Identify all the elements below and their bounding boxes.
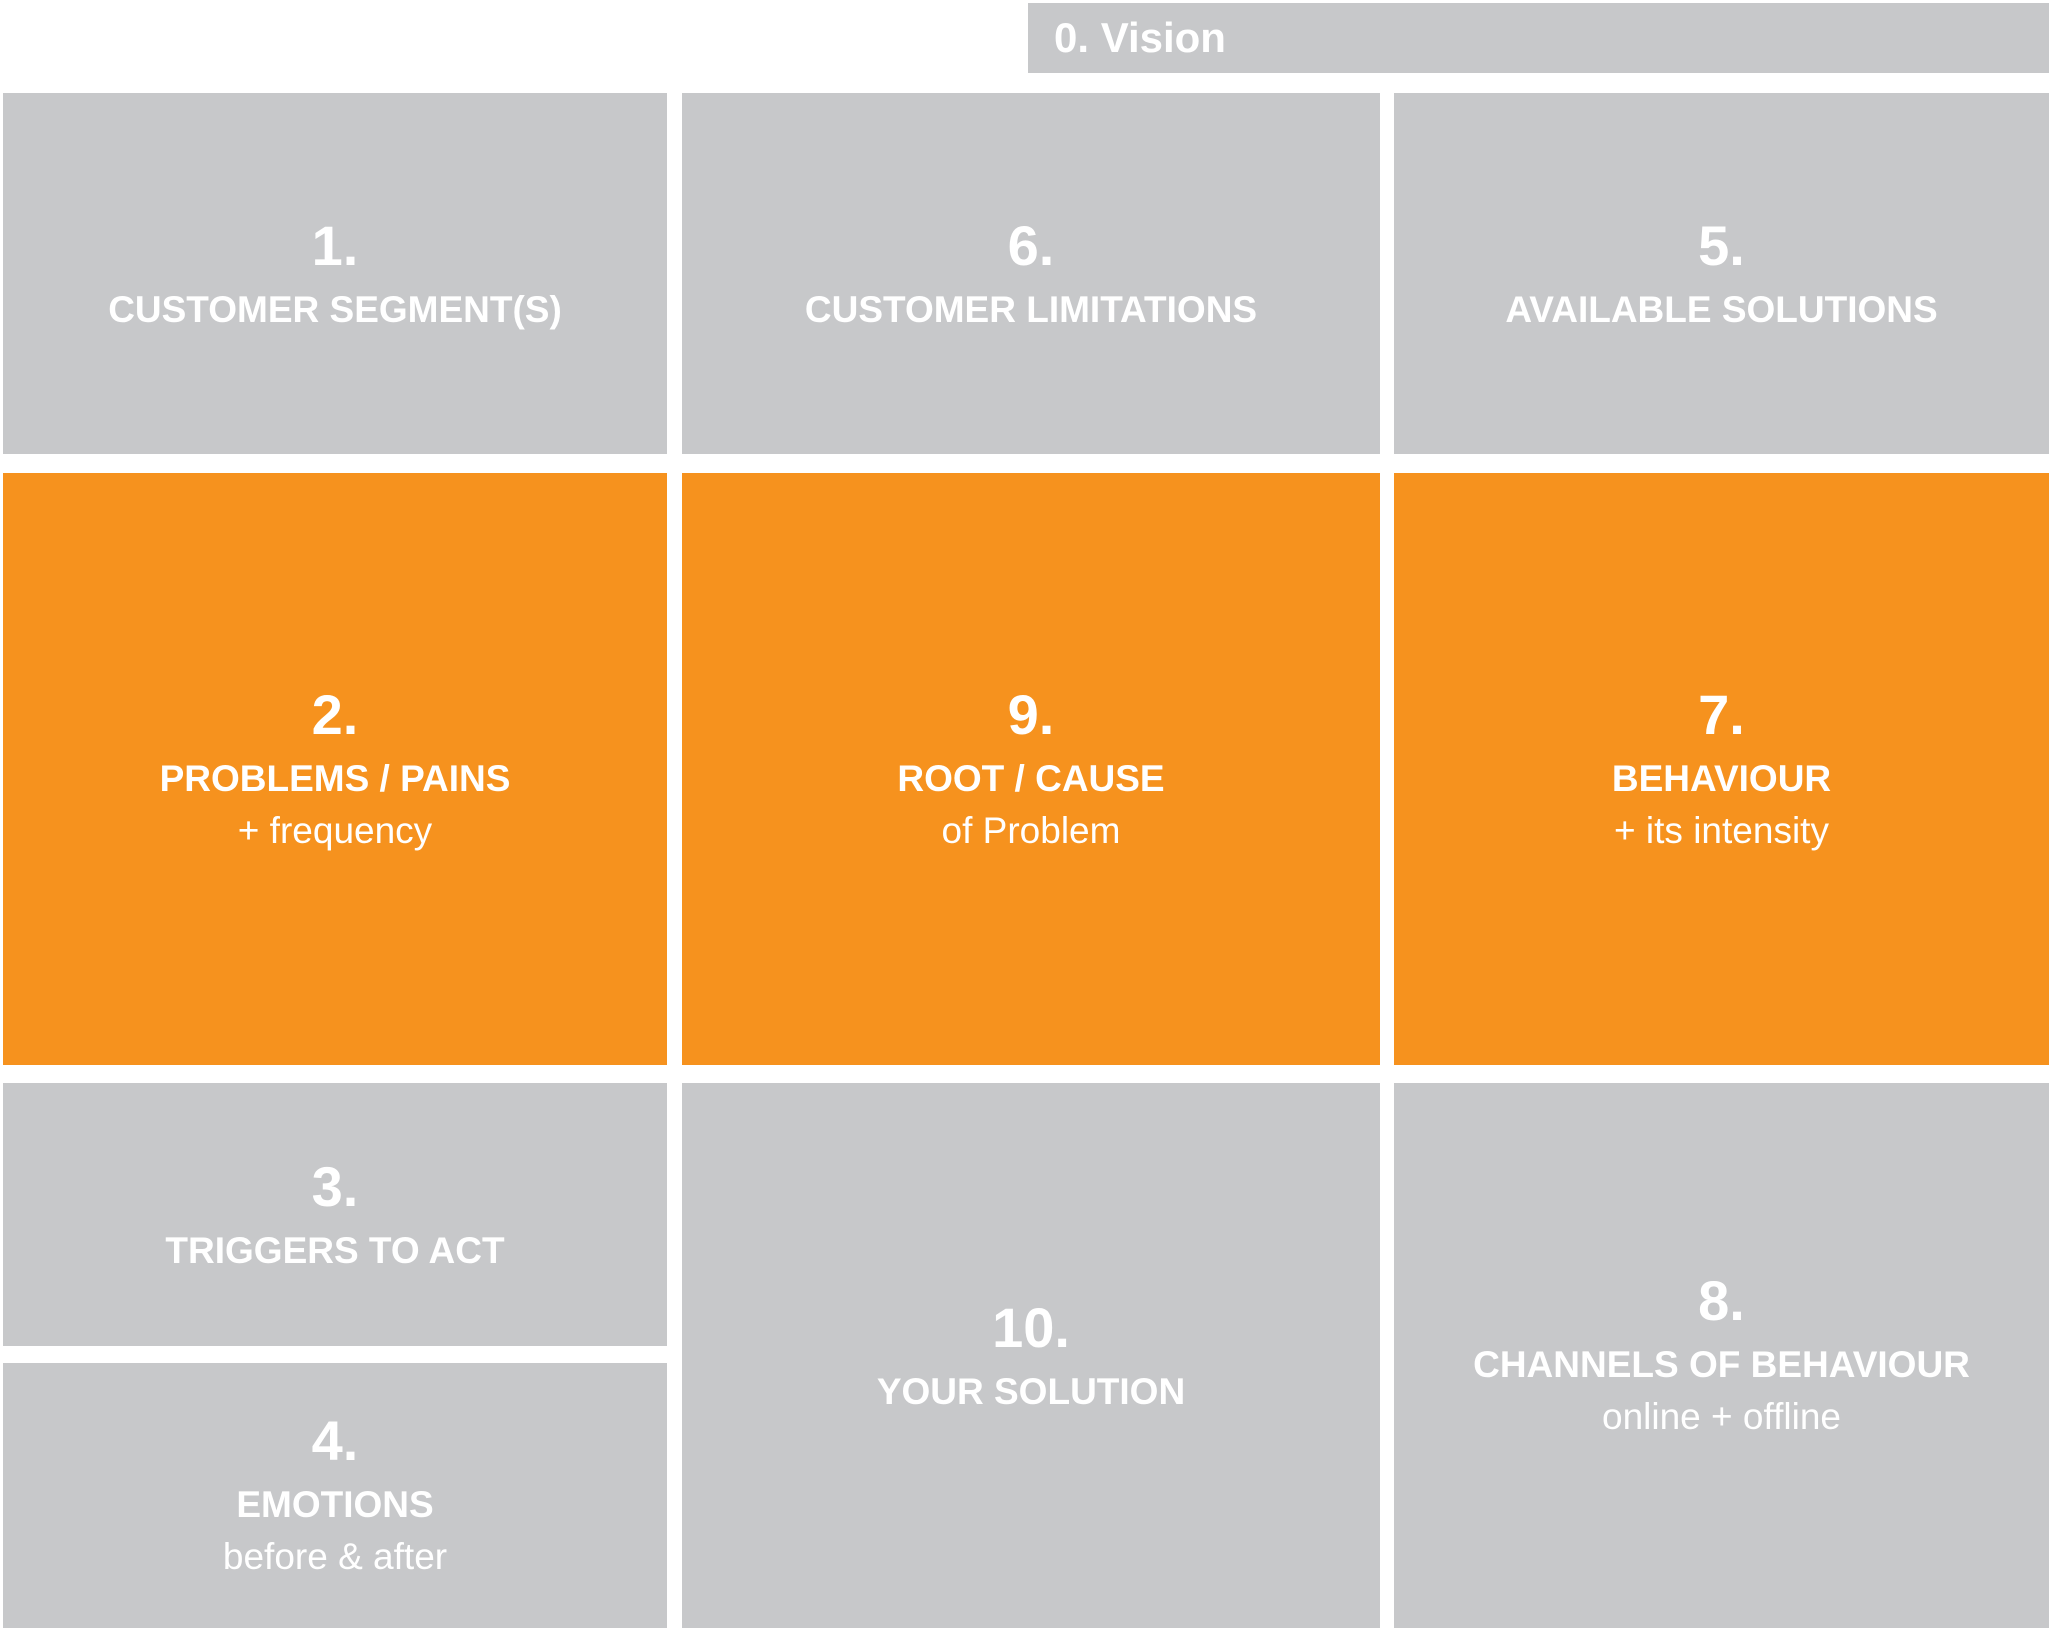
cell-your-solution: 10. YOUR SOLUTION <box>682 1083 1380 1628</box>
cell-triggers-to-act: 3. TRIGGERS TO ACT <box>3 1083 667 1346</box>
cell-number: 10. <box>992 1295 1070 1359</box>
cell-number: 2. <box>311 682 359 746</box>
cell-number: 4. <box>311 1409 359 1473</box>
cell-available-solutions: 5. AVAILABLE SOLUTIONS <box>1394 93 2049 454</box>
cell-subtitle: before & after <box>222 1536 448 1578</box>
cell-number: 9. <box>1007 682 1055 746</box>
cell-title: PROBLEMS / PAINS <box>159 757 511 799</box>
cell-title: TRIGGERS TO ACT <box>165 1230 505 1272</box>
cell-customer-limitations: 6. CUSTOMER LIMITATIONS <box>682 93 1380 454</box>
cell-subtitle: of Problem <box>941 809 1121 851</box>
cell-emotions: 4. EMOTIONS before & after <box>3 1363 667 1628</box>
cell-number: 7. <box>1698 682 1745 746</box>
cell-title: CHANNELS OF BEHAVIOUR <box>1473 1344 1970 1386</box>
cell-number: 8. <box>1698 1269 1745 1333</box>
cell-subtitle: online + offline <box>1602 1396 1841 1438</box>
cell-title: AVAILABLE SOLUTIONS <box>1505 289 1938 331</box>
cell-subtitle: + frequency <box>237 809 433 851</box>
cell-number: 1. <box>311 213 359 277</box>
cell-number: 6. <box>1007 213 1055 277</box>
cell-number: 3. <box>311 1154 359 1218</box>
vision-label: 0. Vision <box>1054 14 1226 61</box>
cell-root-cause: 9. ROOT / CAUSE of Problem <box>682 473 1380 1065</box>
cell-behaviour: 7. BEHAVIOUR + its intensity <box>1394 473 2049 1065</box>
cell-title: CUSTOMER LIMITATIONS <box>804 289 1258 331</box>
cell-number: 5. <box>1698 213 1745 277</box>
cell-title: BEHAVIOUR <box>1611 757 1832 799</box>
cell-title: YOUR SOLUTION <box>876 1371 1186 1413</box>
cell-channels-of-behaviour: 8. CHANNELS OF BEHAVIOUR online + offlin… <box>1394 1083 2049 1628</box>
cell-title: CUSTOMER SEGMENT(S) <box>108 289 562 331</box>
cell-problems-pains: 2. PROBLEMS / PAINS + frequency <box>3 473 667 1065</box>
cell-subtitle: + its intensity <box>1614 809 1829 851</box>
vision-bar: 0. Vision <box>1028 3 2049 73</box>
cell-title: ROOT / CAUSE <box>897 757 1165 799</box>
cell-customer-segments: 1. CUSTOMER SEGMENT(S) <box>3 93 667 454</box>
cell-title: EMOTIONS <box>236 1484 434 1526</box>
